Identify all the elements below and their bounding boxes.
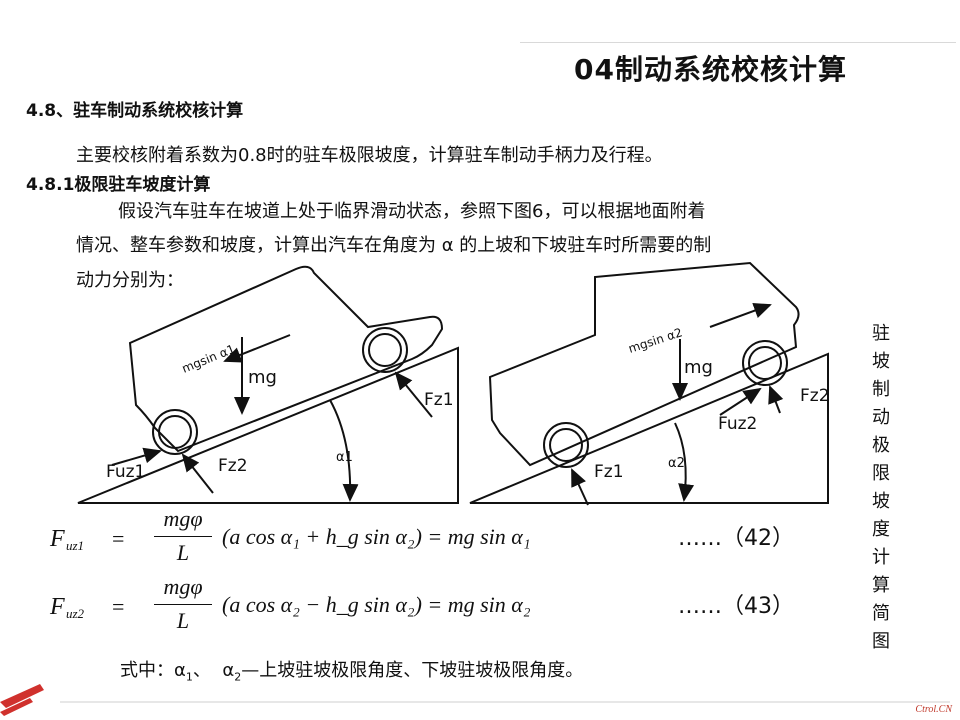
section-heading: 4.8、驻车制动系统校核计算 [26, 101, 244, 121]
car-body-left [128, 265, 444, 453]
side-caption-line: 驻坡 [872, 323, 890, 372]
label-angle-left: α1 [336, 450, 353, 465]
header-rule [520, 42, 956, 43]
equation-number-42: ……（42） [678, 526, 794, 551]
label-fz-rear-left: Fz2 [218, 456, 248, 476]
label-fuz-right: Fuz2 [718, 414, 757, 434]
rear-wheel-left [152, 409, 198, 455]
front-wheel-left [362, 327, 408, 373]
label-gravity-left: mg [248, 367, 277, 388]
slope-left [77, 346, 459, 504]
brand-watermark: Ctrol.CN [915, 704, 952, 715]
footer-red-stripe-small [0, 698, 33, 716]
uphill-figure [77, 265, 459, 504]
side-caption-line: 制动 [872, 379, 890, 428]
equation-number-43: ……（43） [678, 594, 794, 619]
side-caption-line: 简图 [872, 603, 890, 652]
symbol-definition: 式中：α1、 α2—上坡驻坡极限角度、下坡驻坡极限角度。 [120, 660, 584, 684]
side-caption-line: 计算 [872, 547, 890, 596]
footer-decoration [0, 684, 950, 716]
paragraph-line-2: 情况、整车参数和坡度，计算出汽车在角度为 α 的上坡和下坡驻车时所需要的制 [76, 235, 712, 256]
intro-text: 主要校核附着系数为0.8时的驻车极限坡度，计算驻车制动手柄力及行程。 [76, 145, 663, 166]
paragraph-line-3: 动力分别为： [76, 270, 184, 291]
label-fuz-left: Fuz1 [106, 462, 145, 482]
side-caption-line: 极限 [872, 435, 890, 484]
label-fz-front-right: Fz2 [800, 386, 830, 406]
rear-wheel-right [543, 422, 589, 468]
car-body-right [488, 261, 800, 467]
page-title: 04制动系统校核计算 [574, 53, 847, 86]
label-fz-rear-right: Fz1 [594, 462, 624, 482]
paragraph-line-1: 假设汽车驻车在坡道上处于临界滑动状态，参照下图6，可以根据地面附着 [118, 201, 706, 222]
footer-red-stripe [0, 684, 44, 708]
label-force-incline-right: mgsin α2 [627, 325, 684, 356]
label-gravity-right: mg [684, 357, 713, 378]
side-caption: 驻坡 制动 极限 坡度 计算 简图 [868, 320, 894, 656]
downhill-figure [469, 261, 829, 506]
label-fz-front-left: Fz1 [424, 390, 454, 410]
front-wheel-right [742, 340, 788, 386]
slope-right [469, 352, 829, 504]
label-angle-right: α2 [668, 456, 685, 471]
slope-diagram: mgsin α1 mg Fuz1 Fz2 Fz1 α1 mgsin α2 mg … [77, 261, 830, 506]
side-caption-line: 坡度 [872, 491, 890, 540]
subsection-heading: 4.8.1极限驻车坡度计算 [26, 175, 211, 195]
